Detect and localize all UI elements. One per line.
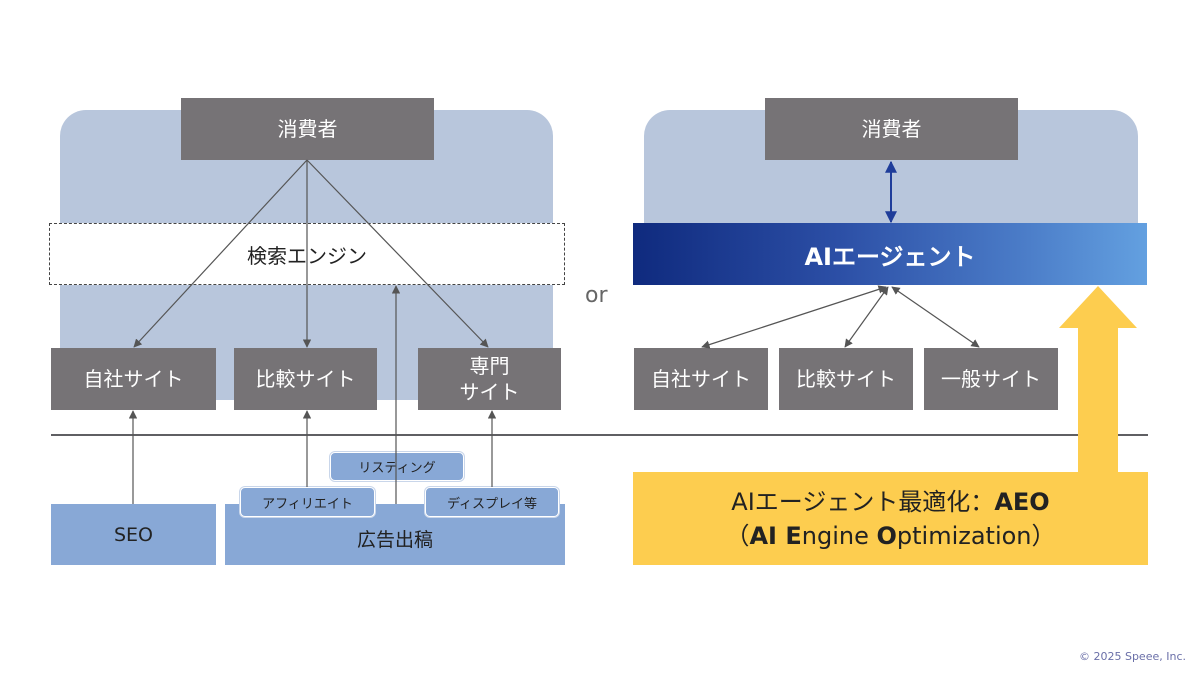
tag-display: ディスプレイ等 <box>425 487 559 517</box>
right-site-comparison-label: 比較サイト <box>796 367 896 391</box>
tag-display-label: ディスプレイ等 <box>446 496 538 512</box>
horizontal-divider <box>51 434 1148 436</box>
aeo-line1-prefix: AIエージェント最適化： <box>731 487 995 516</box>
aeo-part-e: E <box>785 521 802 550</box>
left-site-comparison: 比較サイト <box>234 348 377 410</box>
aeo-line2: （AI Engine Optimization） <box>725 519 1055 553</box>
aeo-part-ptimization: ptimization <box>896 521 1032 550</box>
seo-label: SEO <box>113 523 154 546</box>
copyright: © 2025 Speee, Inc. <box>1078 650 1186 663</box>
aeo-line1: AIエージェント最適化：AEO <box>731 485 1049 519</box>
ai-agent-label: AIエージェント <box>804 242 976 271</box>
tag-listing: リスティング <box>330 452 464 481</box>
right-site-own: 自社サイト <box>634 348 768 410</box>
left-site-specialist-line1: 専門 <box>469 354 510 378</box>
left-consumer-box: 消費者 <box>181 98 434 160</box>
ads-label: 広告出稿 <box>356 529 433 551</box>
aeo-part-ngine: ngine <box>801 521 877 550</box>
right-consumer-box: 消費者 <box>765 98 1018 160</box>
arrow-ai-to-general-site <box>891 286 980 348</box>
right-site-comparison: 比較サイト <box>779 348 913 410</box>
aeo-acronym: AEO <box>994 487 1050 516</box>
tag-affiliate-label: アフィリエイト <box>262 496 353 512</box>
right-consumer-label: 消費者 <box>861 117 922 141</box>
left-site-specialist: 専門 サイト <box>418 348 561 410</box>
aeo-up-arrow-shape <box>1059 286 1137 472</box>
or-separator: or <box>585 283 608 308</box>
ai-agent-bar: AIエージェント <box>633 223 1147 285</box>
aeo-paren-open: （ <box>725 521 750 550</box>
left-site-own-label: 自社サイト <box>83 367 184 391</box>
arrow-ai-to-own-site <box>701 285 887 349</box>
aeo-part-o: O <box>876 521 897 550</box>
right-site-general: 一般サイト <box>924 348 1058 410</box>
left-site-comparison-label: 比較サイト <box>255 367 356 391</box>
arrow-consumer-to-own-site <box>133 159 308 348</box>
aeo-part-a: A <box>749 521 769 550</box>
arrow-ai-to-comparison-site <box>844 286 889 348</box>
left-site-specialist-line2: サイト <box>459 380 520 404</box>
tag-affiliate: アフィリエイト <box>240 487 375 517</box>
right-site-own-label: 自社サイト <box>651 367 751 391</box>
seo-box: SEO <box>51 504 216 565</box>
left-site-own: 自社サイト <box>51 348 216 410</box>
left-consumer-label: 消費者 <box>277 117 338 141</box>
right-site-general-label: 一般サイト <box>941 367 1041 391</box>
arrow-consumer-to-specialist-site <box>306 159 489 348</box>
aeo-box: AIエージェント最適化：AEO （AI Engine Optimization） <box>633 472 1148 565</box>
aeo-part-i: I <box>768 521 786 550</box>
aeo-paren-close: ） <box>1031 521 1056 550</box>
tag-listing-label: リスティング <box>358 461 436 476</box>
